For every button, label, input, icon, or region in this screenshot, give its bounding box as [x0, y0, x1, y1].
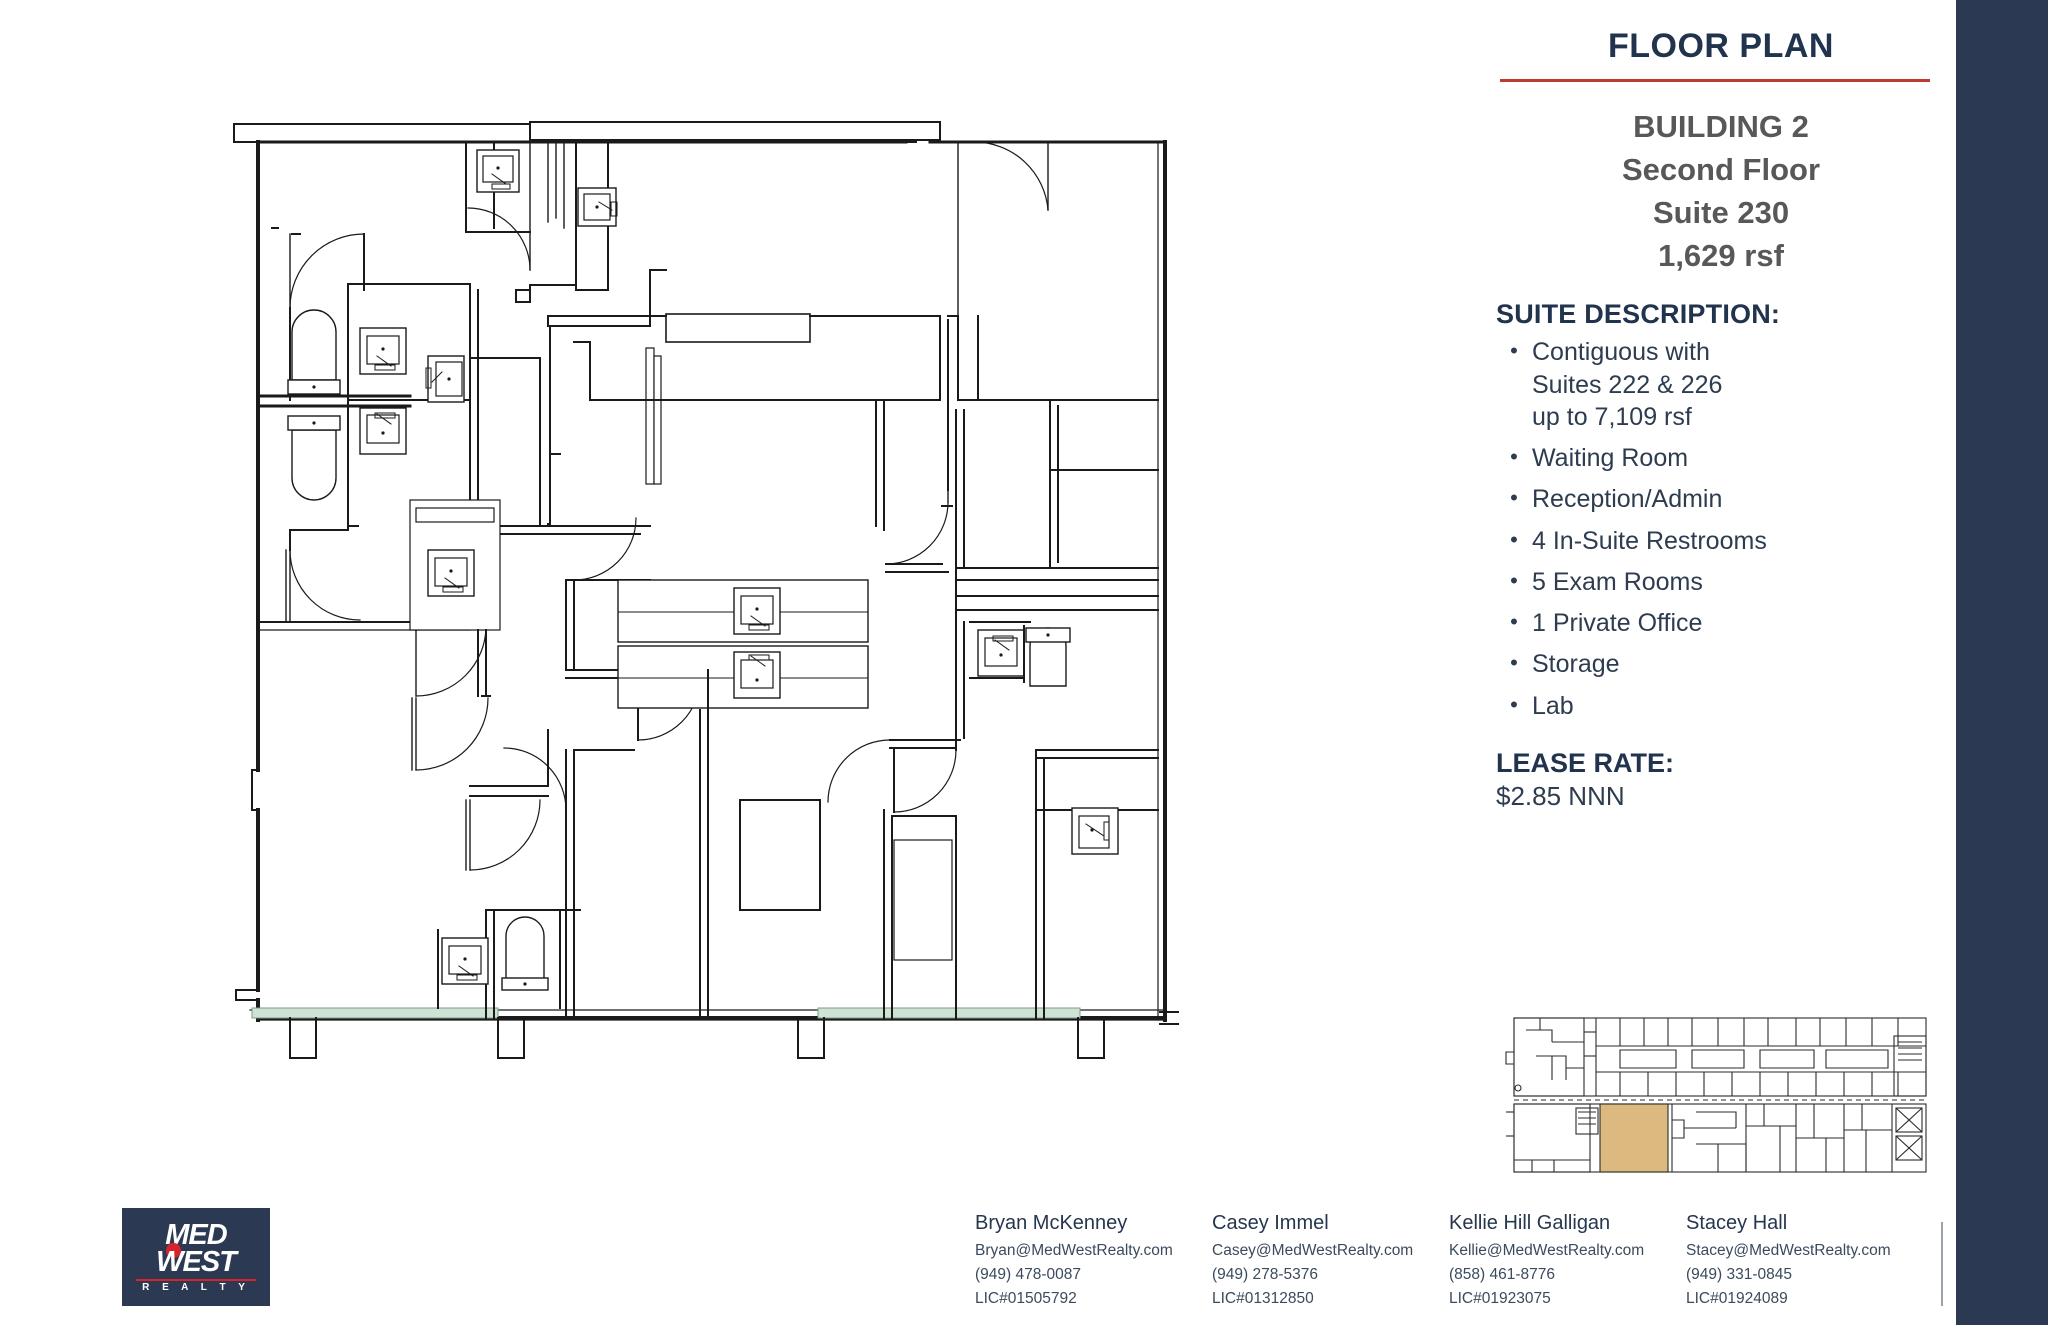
contact-license: LIC#01924089: [1686, 1290, 1788, 1308]
feature-text: 1 Private Office: [1532, 609, 1703, 638]
bullet-icon: •: [1510, 526, 1518, 552]
suite-number: Suite 230: [1652, 194, 1790, 230]
title-divider: [1500, 79, 1930, 83]
list-item: • Storage: [1496, 648, 1946, 680]
medwest-logo: MED WEST R E A L T Y: [122, 1208, 270, 1306]
key-plan-svg: [1505, 1017, 1927, 1173]
lease-rate-heading: LEASE RATE:: [1496, 747, 1675, 778]
list-item: • Waiting Room: [1496, 442, 1946, 474]
suite-description-heading: SUITE DESCRIPTION:: [1496, 299, 1781, 330]
info-panel: FLOOR PLAN BUILDING 2 Second Floor Suite…: [1496, 27, 1946, 812]
lease-rate-value: $2.85 NNN: [1496, 780, 1625, 811]
logo-dot-icon: [166, 1243, 181, 1258]
feature-text: Lab: [1532, 691, 1574, 720]
list-item: • 4 In-Suite Restrooms: [1496, 525, 1946, 557]
contact-phone[interactable]: (949) 478-0087: [975, 1266, 1081, 1284]
list-item: • Contiguous with Suites 222 & 226 up to…: [1496, 336, 1946, 433]
right-edge-bar: [1956, 0, 2048, 1325]
suite-feature-list: • Contiguous with Suites 222 & 226 up to…: [1496, 336, 1946, 722]
contact-card: Kellie Hill Galligan Kellie@MedWestRealt…: [1449, 1212, 1686, 1312]
bullet-icon: •: [1510, 444, 1518, 470]
list-item: • 5 Exam Rooms: [1496, 566, 1946, 598]
contact-email[interactable]: Kellie@MedWestRealty.com: [1449, 1242, 1645, 1259]
building-name: BUILDING 2: [1633, 109, 1809, 145]
bullet-icon: •: [1510, 650, 1518, 676]
contact-list: Bryan McKenney Bryan@MedWestRealty.com (…: [975, 1212, 1895, 1312]
contact-card: Casey Immel Casey@MedWestRealty.com (949…: [1212, 1212, 1449, 1312]
feature-text: Storage: [1532, 650, 1620, 679]
feature-text: Waiting Room: [1532, 444, 1689, 473]
contact-name: Casey Immel: [1212, 1212, 1329, 1234]
contact-phone[interactable]: (949) 331-0845: [1686, 1266, 1792, 1284]
page-title: FLOOR PLAN: [1608, 27, 1834, 65]
bullet-icon: •: [1510, 691, 1518, 717]
highlighted-suite: [1599, 1103, 1669, 1173]
contact-phone[interactable]: (858) 461-8776: [1449, 1266, 1555, 1284]
building-floor: Second Floor: [1621, 152, 1821, 188]
contact-card: Bryan McKenney Bryan@MedWestRealty.com (…: [975, 1212, 1212, 1312]
contact-name: Stacey Hall: [1686, 1212, 1788, 1234]
feature-text: Reception/Admin: [1532, 485, 1723, 514]
floor-plan-drawing: [230, 110, 1480, 1120]
contact-card: Stacey Hall Stacey@MedWestRealty.com (94…: [1686, 1212, 1923, 1312]
bullet-icon: •: [1510, 609, 1518, 635]
contact-divider: [1941, 1222, 1943, 1306]
feature-text: 4 In-Suite Restrooms: [1532, 526, 1767, 555]
edge-gap: [1952, 0, 1956, 1325]
building-summary: BUILDING 2 Second Floor Suite 230 1,629 …: [1496, 106, 1946, 277]
logo-divider: [136, 1279, 256, 1281]
list-item: • 1 Private Office: [1496, 607, 1946, 639]
contact-license: LIC#01505792: [975, 1290, 1077, 1308]
logo-west-text: WEST: [156, 1246, 237, 1278]
contact-license: LIC#01312850: [1212, 1290, 1314, 1308]
contact-email[interactable]: Casey@MedWestRealty.com: [1212, 1242, 1414, 1259]
bullet-icon: •: [1510, 567, 1518, 593]
feature-text: Contiguous with Suites 222 & 226 up to 7…: [1532, 338, 1723, 431]
bullet-icon: •: [1510, 338, 1518, 364]
contact-name: Bryan McKenney: [975, 1212, 1128, 1234]
feature-text: 5 Exam Rooms: [1532, 567, 1703, 596]
contact-email[interactable]: Bryan@MedWestRealty.com: [975, 1242, 1173, 1259]
list-item: • Lab: [1496, 690, 1946, 722]
site-key-plan: [1496, 1008, 1944, 1176]
suite-area: 1,629 rsf: [1658, 237, 1784, 273]
logo-realty-text: R E A L T Y: [142, 1282, 250, 1293]
bullet-icon: •: [1510, 485, 1518, 511]
contact-name: Kellie Hill Galligan: [1449, 1212, 1611, 1234]
floor-plan-svg: [233, 121, 1179, 1059]
contact-phone[interactable]: (949) 278-5376: [1212, 1266, 1318, 1284]
list-item: • Reception/Admin: [1496, 483, 1946, 515]
contact-email[interactable]: Stacey@MedWestRealty.com: [1686, 1242, 1891, 1259]
contact-license: LIC#01923075: [1449, 1290, 1551, 1308]
